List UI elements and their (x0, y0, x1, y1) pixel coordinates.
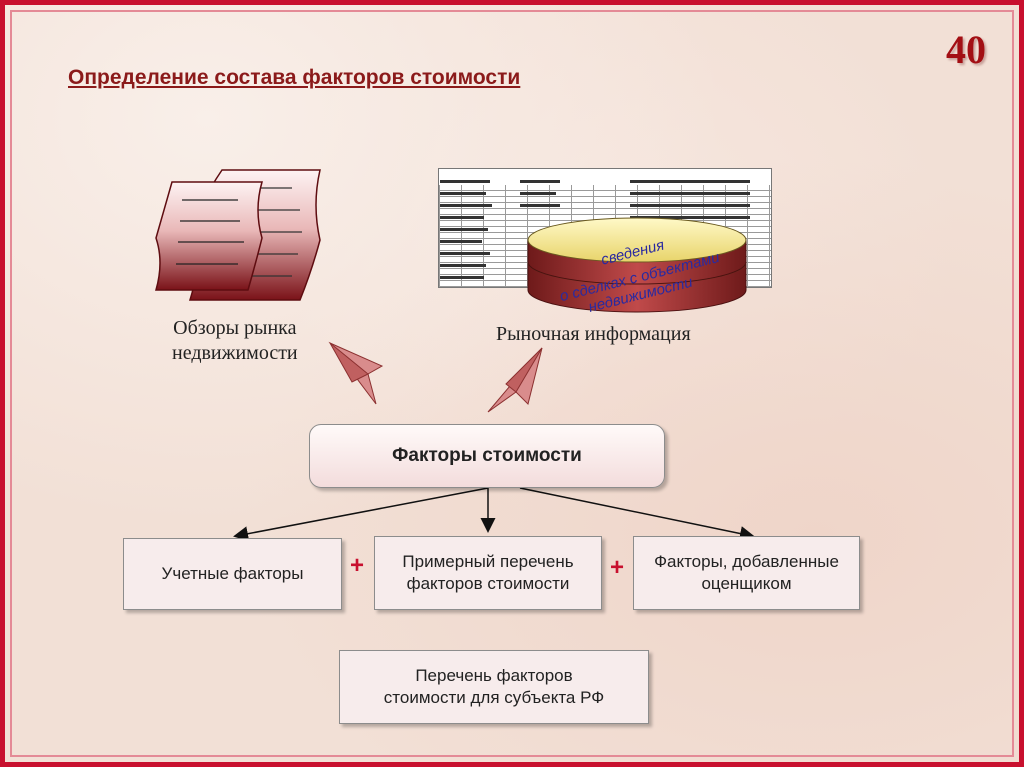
arrow-icon (328, 341, 543, 413)
approximate-list-box: Примерный перечень факторов стоимости (374, 536, 602, 610)
page-number: 40 (946, 27, 986, 72)
value-factors-box: Факторы стоимости (309, 424, 665, 488)
appraiser-factors-box: Факторы, добавленные оценщиком (633, 536, 860, 610)
result-list-box: Перечень факторов стоимости для субъекта… (339, 650, 649, 724)
plus-sign-1: + (350, 552, 365, 579)
market-caption: Рыночная информация (496, 323, 691, 345)
page-title: Определение состава факторов стоимости (68, 66, 521, 89)
reviews-caption: Обзоры рынка недвижимости (172, 317, 298, 364)
accounting-factors-box: Учетные факторы (123, 538, 342, 610)
plus-sign-2: + (610, 554, 625, 581)
